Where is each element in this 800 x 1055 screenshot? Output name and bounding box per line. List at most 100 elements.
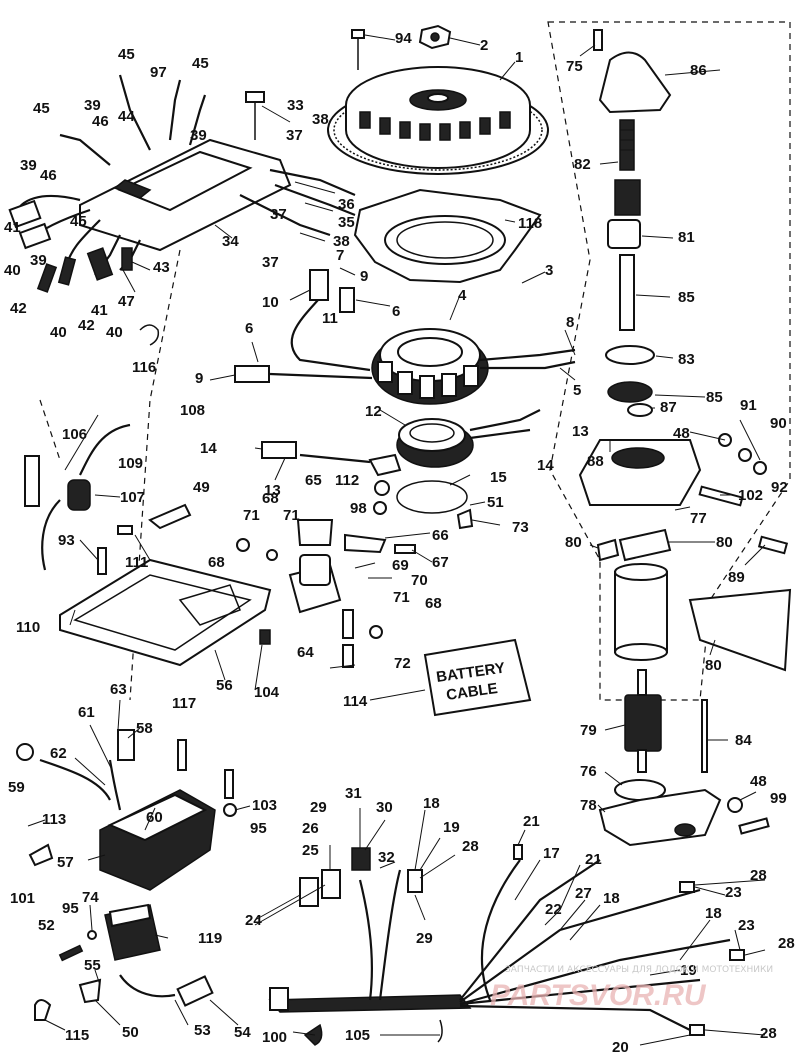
callout: 93 [58, 532, 75, 549]
end-cap-78 [598, 788, 722, 847]
callout: 21 [585, 851, 602, 868]
callout: 9 [195, 370, 203, 387]
callout: 112 [335, 472, 359, 489]
callout: 82 [574, 156, 591, 173]
nut-68a [236, 538, 250, 552]
callout: 104 [254, 684, 280, 701]
flywheel [327, 66, 549, 175]
callout: 47 [118, 293, 135, 310]
clamp-115 [34, 999, 52, 1021]
callout: 29 [310, 799, 327, 816]
callout: 81 [678, 229, 695, 246]
callout: 37 [286, 127, 303, 144]
callout: 58 [136, 720, 153, 737]
callout: 9 [360, 268, 368, 285]
trigger-connector [261, 441, 297, 459]
nuts-90-92 [718, 433, 767, 475]
screw-117 [177, 739, 187, 771]
callout: 6 [245, 320, 253, 337]
callout: 39 [30, 252, 47, 269]
callout: 44 [118, 108, 135, 125]
callout: 4 [458, 287, 467, 304]
bracket-49 [148, 503, 192, 530]
washer-95 [223, 803, 237, 817]
callout: 67 [432, 554, 449, 571]
callout: 108 [180, 402, 205, 419]
callout: 89 [728, 569, 745, 586]
clamp-66 [344, 533, 387, 554]
callout: 59 [8, 779, 25, 796]
callout: 103 [252, 797, 277, 814]
screw-67 [394, 544, 416, 554]
callout: 30 [376, 799, 393, 816]
callout: 79 [580, 722, 597, 739]
callout: 36 [338, 196, 355, 213]
callout: 33 [287, 97, 304, 114]
callout: 40 [106, 324, 123, 341]
callout: 39 [190, 127, 207, 144]
gear-87 [627, 403, 653, 417]
callout: 15 [490, 469, 507, 486]
brush-plate-80 [688, 588, 792, 672]
callout: 68 [208, 554, 225, 571]
callout: 35 [338, 214, 355, 231]
clip-116 [139, 324, 160, 346]
callout: 92 [771, 479, 788, 496]
callout: 29 [416, 930, 433, 947]
screw-104 [259, 629, 271, 645]
callout: 37 [270, 206, 287, 223]
callout: 97 [150, 64, 167, 81]
callout: 101 [10, 890, 35, 907]
callout: 54 [234, 1024, 251, 1041]
callout: 95 [62, 900, 79, 917]
callout: 62 [50, 745, 67, 762]
terminal-72a [342, 609, 354, 639]
callout: 87 [660, 399, 677, 416]
callout: 46 [40, 167, 57, 184]
callout: 55 [84, 957, 101, 974]
brush-holder-80 [618, 528, 672, 562]
callout: 86 [690, 62, 707, 79]
battery-cable-box: BATTERY CABLE [423, 638, 532, 717]
callout: 13 [264, 482, 281, 499]
callout: 18 [423, 795, 440, 812]
callout: 65 [305, 472, 322, 489]
pack-harness-right [239, 168, 356, 237]
callout: 84 [735, 732, 752, 749]
callout: 68 [262, 490, 279, 507]
callout: 88 [587, 453, 604, 470]
spring-82 [619, 119, 635, 171]
stator-connector [309, 269, 329, 301]
callout: 28 [462, 838, 479, 855]
trigger-plug-wire [299, 453, 371, 464]
harness-link-line-2 [39, 399, 61, 461]
callout: 68 [425, 595, 442, 612]
bolt-33 [245, 91, 265, 140]
callout: 21 [523, 813, 540, 830]
flywheel-nut [418, 24, 452, 50]
callout: 90 [770, 415, 787, 432]
connector-9 [234, 365, 270, 383]
bracket-106 [24, 455, 40, 507]
callout: 78 [580, 797, 597, 814]
callout: 37 [262, 254, 279, 271]
callout: 115 [65, 1027, 89, 1044]
watermark-brand: PARTSVOR.RU [490, 979, 707, 1012]
callout-numbers: 1 2 94 118 3 4 8 5 6 6 7 9 9 10 11 12 13… [4, 30, 795, 1055]
callout: 26 [302, 820, 319, 837]
retaining-ring [396, 480, 468, 514]
callout: 72 [394, 655, 411, 672]
callout: 2 [480, 37, 488, 54]
callout: 80 [705, 657, 722, 674]
callout: 106 [62, 426, 87, 443]
spring-coil [614, 179, 641, 216]
callout: 14 [537, 457, 554, 474]
screw-52 [58, 944, 84, 962]
callout: 27 [575, 885, 592, 902]
screw-75 [593, 29, 603, 51]
starter-solenoid [288, 554, 342, 614]
callout: 105 [345, 1027, 370, 1044]
coil-wire-53 [119, 974, 176, 998]
callout: 64 [297, 644, 314, 661]
